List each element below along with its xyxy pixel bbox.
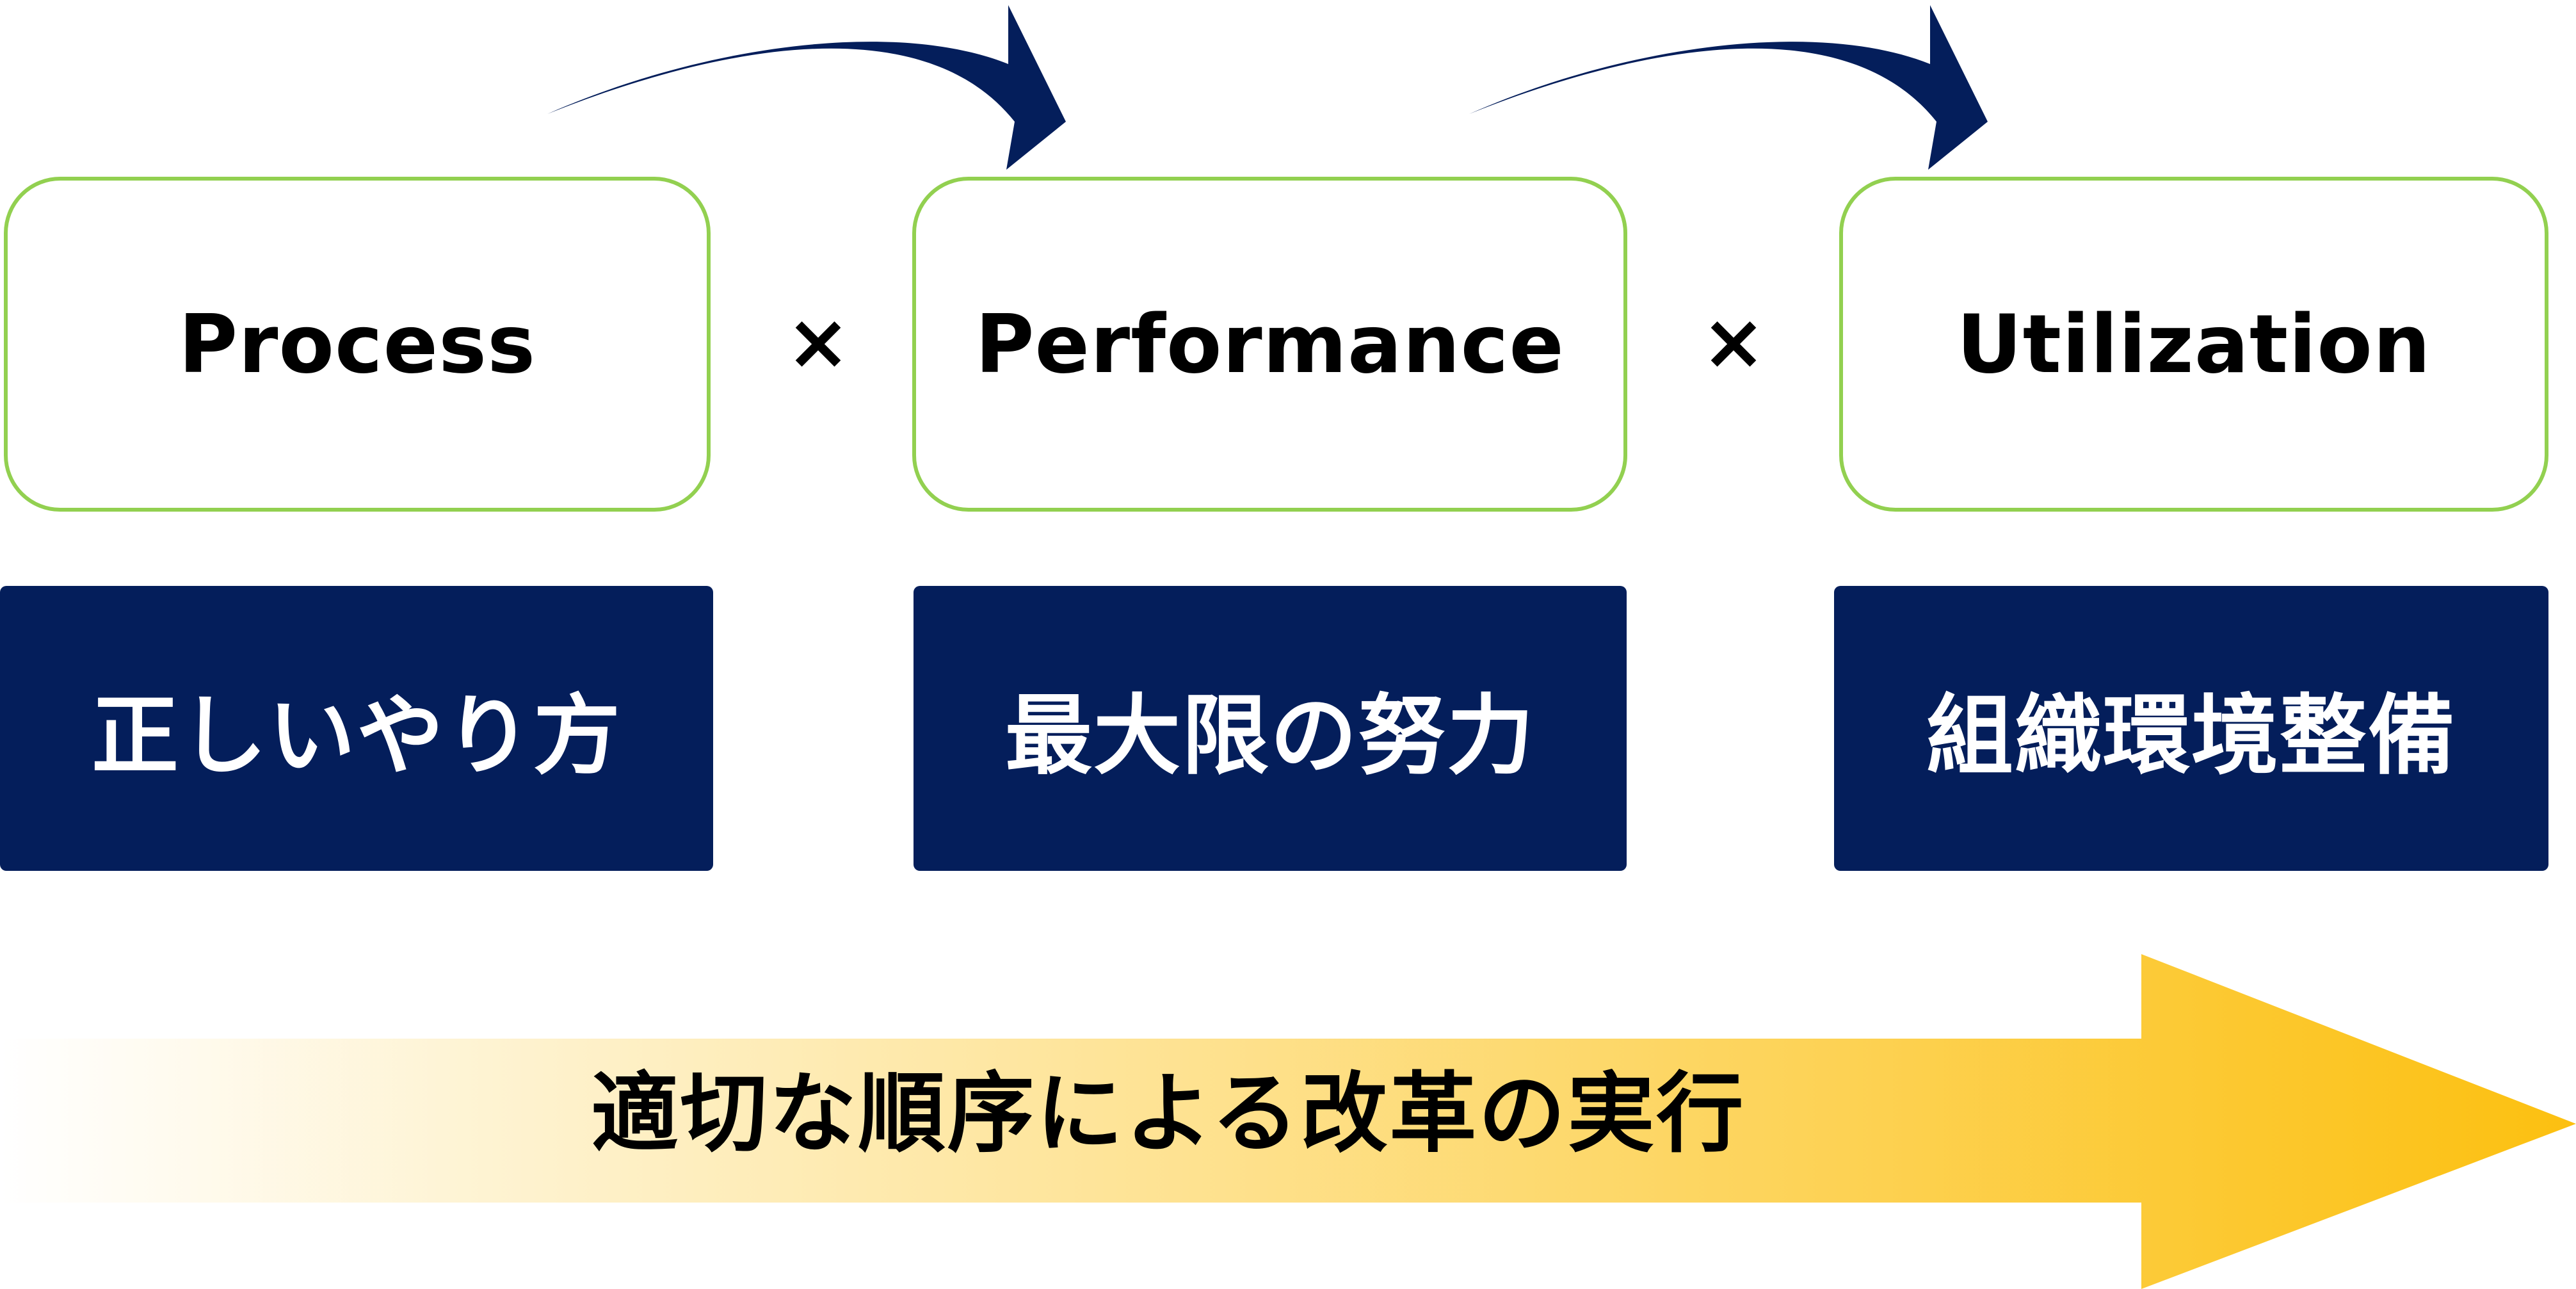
- step-label: Utilization: [1956, 297, 2431, 391]
- flow-arrow-1: [547, 5, 1066, 170]
- meaning-box-performance: 最大限の努力: [914, 586, 1627, 871]
- multiply-sign-2: ×: [1701, 298, 1766, 387]
- meaning-label: 最大限の努力: [1005, 686, 1535, 787]
- flow-arrow-2: [1469, 5, 1988, 170]
- step-label: Performance: [975, 297, 1565, 391]
- step-utilization-box: Utilization: [1839, 177, 2548, 512]
- progress-arrow: [0, 954, 2576, 1289]
- banner-label: 適切な順序による改革の実行: [591, 1064, 1746, 1165]
- meaning-label: 組織環境整備: [1926, 686, 2456, 787]
- step-process-box: Process: [4, 177, 711, 512]
- meaning-box-process: 正しいやり方: [0, 586, 713, 871]
- step-performance-box: Performance: [912, 177, 1627, 512]
- meaning-label: 正しいやり方: [92, 686, 622, 787]
- step-label: Process: [178, 297, 536, 391]
- multiply-sign-1: ×: [785, 298, 851, 387]
- meaning-box-utilization: 組織環境整備: [1834, 586, 2548, 871]
